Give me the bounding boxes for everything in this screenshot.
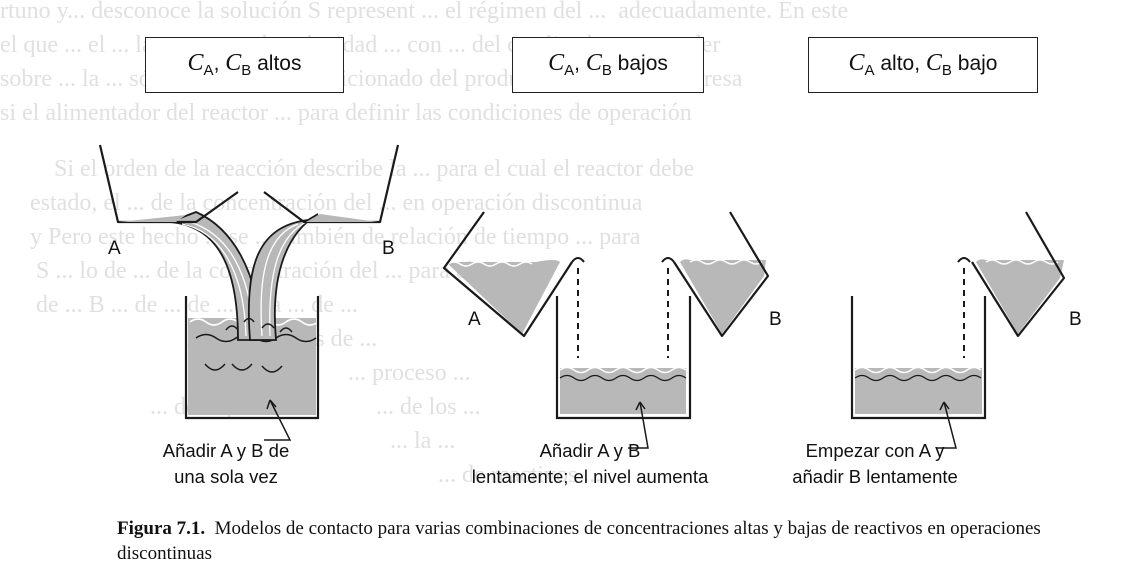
label-b-panel-2: B xyxy=(769,309,782,330)
condition-box-high-high: CA, CB altos xyxy=(145,37,344,93)
label-b-panel-1: B xyxy=(382,238,395,259)
container-b-1 xyxy=(263,144,400,224)
caption-panel-1: Añadir A y B de una sola vez xyxy=(162,440,290,487)
container-b-2 xyxy=(673,211,770,338)
label-a-panel-2: A xyxy=(468,309,481,330)
container-b-liquid-3 xyxy=(976,259,1064,334)
beaker-1 xyxy=(184,296,320,420)
beaker-3-liquid xyxy=(855,368,982,414)
beaker-2-liquid xyxy=(560,368,686,414)
container-b-liquid-2 xyxy=(680,259,766,334)
condition-box-high-low: CA alto, CB bajo xyxy=(808,37,1038,93)
figure-label: Figura 7.1. xyxy=(117,518,206,539)
beaker-2 xyxy=(555,296,692,420)
label-a-panel-1: A xyxy=(108,238,121,259)
label-b-panel-3: B xyxy=(1069,309,1082,330)
beaker-3 xyxy=(850,296,987,420)
condition-box-low-low: CA, CB bajos xyxy=(512,37,704,93)
panel-slowly xyxy=(442,211,770,449)
beaker-1-liquid xyxy=(188,318,316,415)
stream-b xyxy=(247,213,319,341)
panel-all-at-once xyxy=(98,144,400,441)
container-a-1 xyxy=(98,144,239,224)
container-b-3 xyxy=(971,211,1066,338)
caption-panel-2: Añadir A y B lentamente; el nivel aument… xyxy=(471,440,709,487)
container-a-2 xyxy=(442,211,573,338)
container-a-liquid-2 xyxy=(446,260,560,334)
panel-start-a-add-b xyxy=(850,211,1066,449)
figure-caption: Figura 7.1. Modelos de contacto para var… xyxy=(117,516,1117,566)
figure-text: Modelos de contacto para varias combinac… xyxy=(117,518,1041,564)
caption-panel-3: Empezar con A y añadir B lentamente xyxy=(792,440,958,487)
